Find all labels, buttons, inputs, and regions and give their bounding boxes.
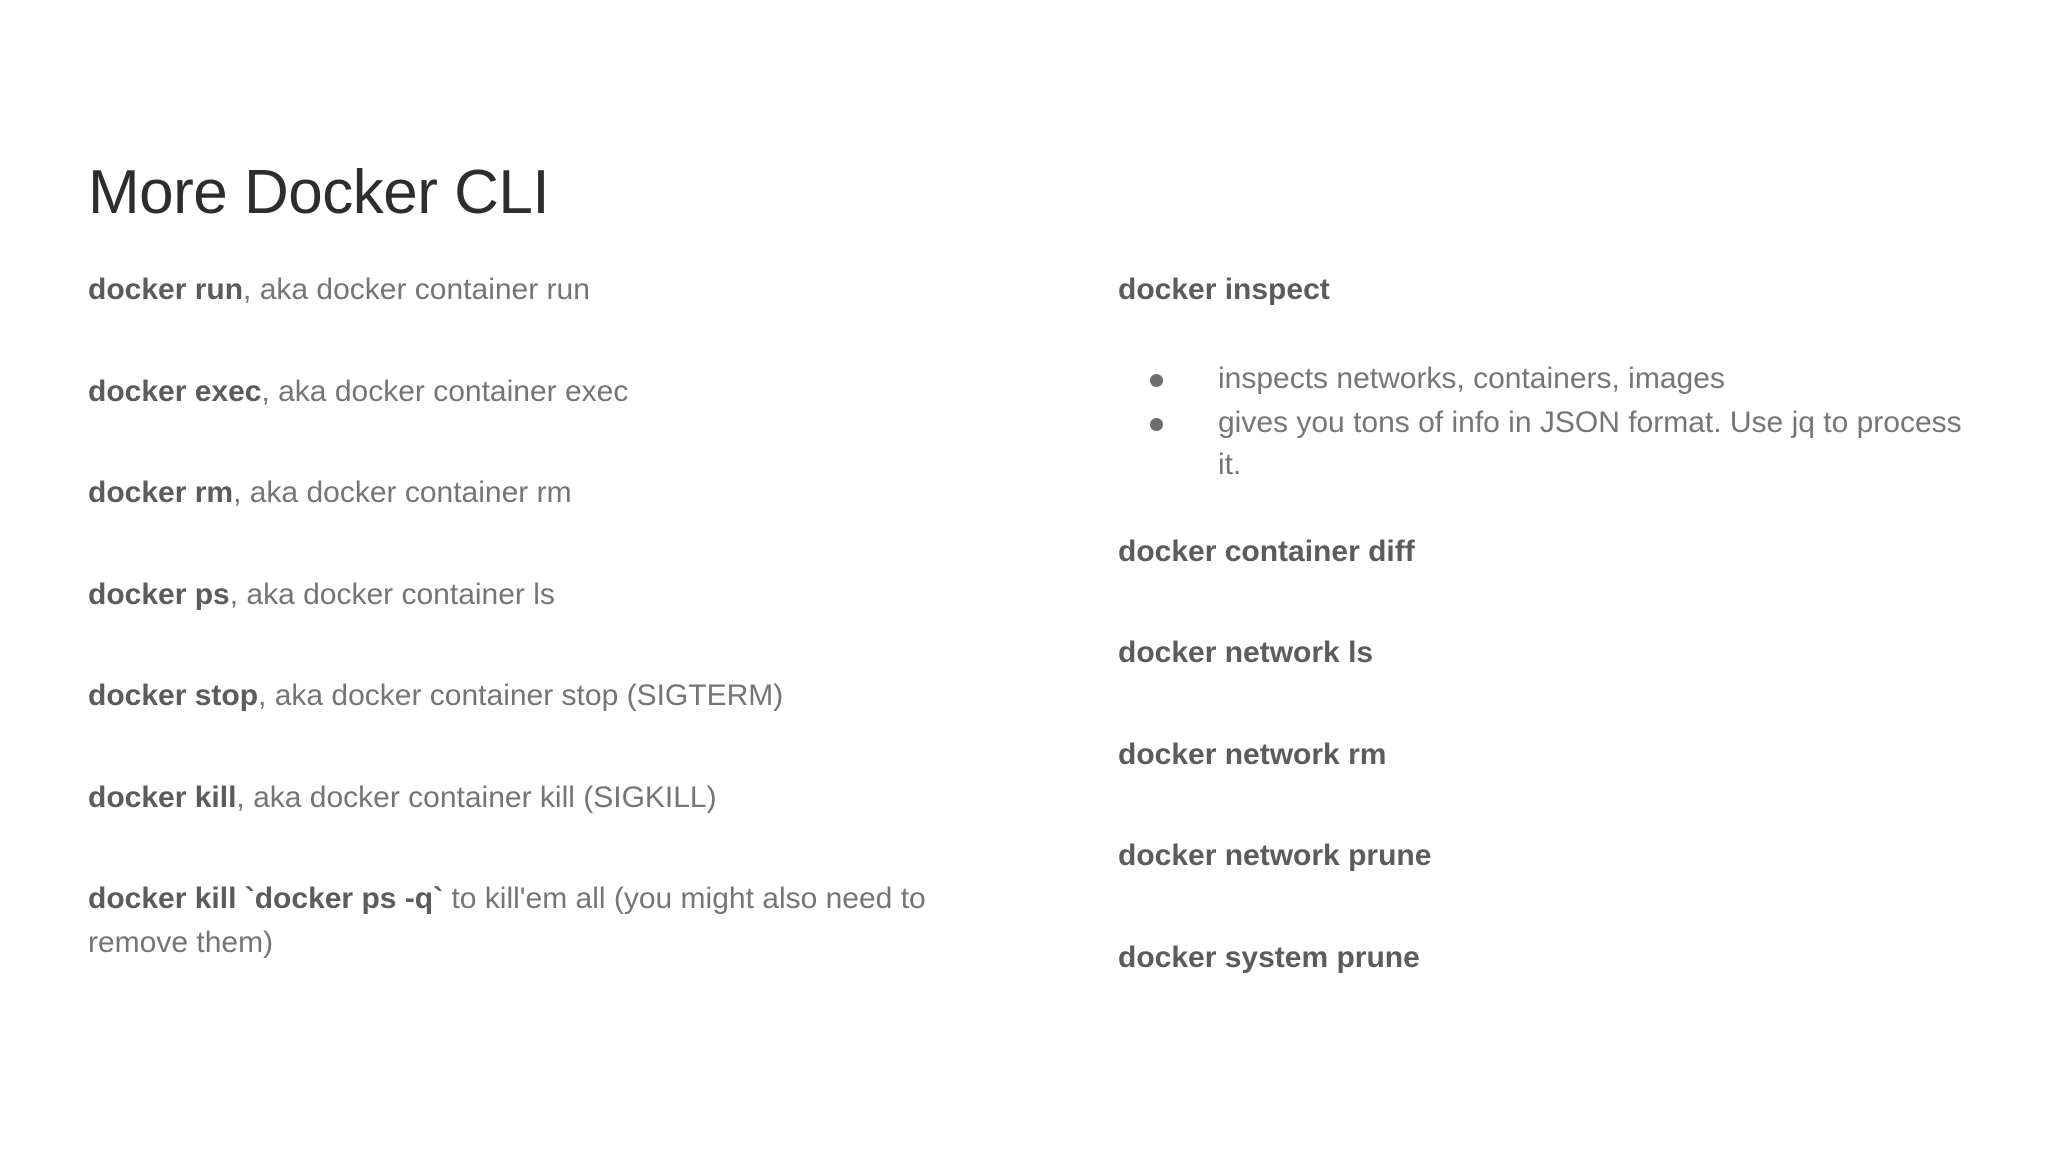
command-name: docker kill <box>88 780 237 814</box>
command-entry-ps: docker ps, aka docker container ls <box>88 573 1008 617</box>
command-entry-exec: docker exec, aka docker container exec <box>88 370 1008 414</box>
command-entry-network-prune: docker network prune <box>1118 839 1432 872</box>
command-entry-stop: docker stop, aka docker container stop (… <box>88 674 1008 718</box>
command-entry-inspect: docker inspect <box>1118 273 1330 306</box>
command-description: , aka docker container kill (SIGKILL) <box>236 780 717 814</box>
command-description: , aka docker container rm <box>233 476 572 509</box>
command-name: docker exec <box>88 374 262 408</box>
inspect-bullet-list: inspects networks, containers, images gi… <box>1118 358 1968 486</box>
list-item: inspects networks, containers, images <box>1118 358 1968 400</box>
command-entry-kill: docker kill, aka docker container kill (… <box>88 776 1008 820</box>
page-title: More Docker CLI <box>88 157 550 227</box>
command-entry-kill-all: docker kill `docker ps -q` to kill'em al… <box>88 877 1008 964</box>
command-name: docker run <box>88 273 244 306</box>
command-entry-network-rm: docker network rm <box>1118 737 1387 771</box>
command-name: docker rm <box>88 476 234 509</box>
command-description: , aka docker container exec <box>261 374 629 408</box>
command-description: to kill'em all (you might also need to r… <box>88 882 926 959</box>
command-entry-network-ls: docker network ls <box>1118 636 1374 669</box>
command-entry-run: docker run, aka docker container run <box>88 268 1008 312</box>
list-item: gives you tons of info in JSON format. U… <box>1118 402 1968 486</box>
command-entry-system-prune: docker system prune <box>1118 940 1420 974</box>
command-name: docker kill `docker ps -q` <box>88 882 444 915</box>
command-name: docker stop <box>88 679 259 712</box>
command-entry-container-diff: docker container diff <box>1118 534 1415 568</box>
command-description: , aka docker container run <box>243 273 590 306</box>
command-description: , aka docker container stop (SIGTERM) <box>258 679 784 712</box>
command-name: docker ps <box>88 577 230 611</box>
right-column: docker inspect inspects networks, contai… <box>1118 268 1968 1037</box>
two-column-body: docker run, aka docker container run doc… <box>88 268 1968 1037</box>
left-column: docker run, aka docker container run doc… <box>88 268 1118 964</box>
command-entry-rm: docker rm, aka docker container rm <box>88 471 1008 515</box>
command-description: , aka docker container ls <box>229 577 555 611</box>
